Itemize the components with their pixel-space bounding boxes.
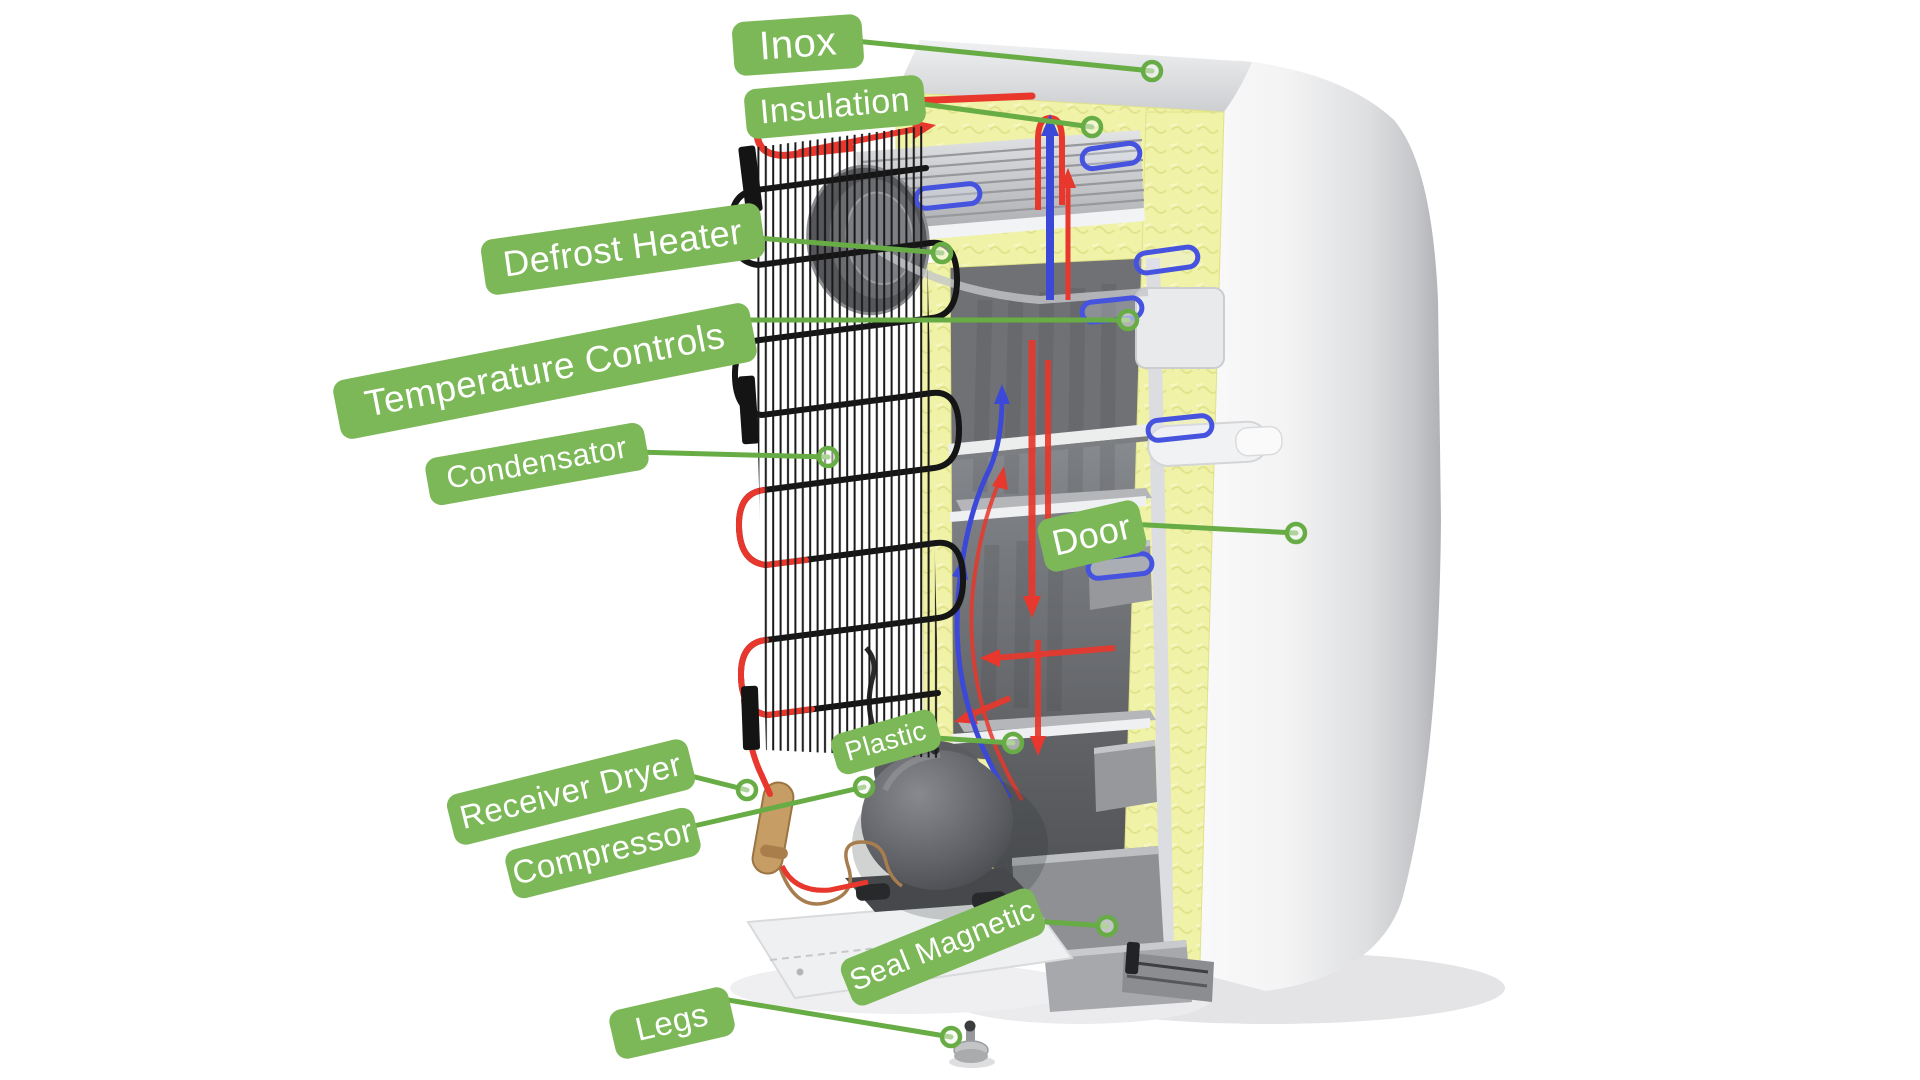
callout-ring bbox=[1284, 521, 1308, 545]
temperature-control-unit bbox=[1135, 287, 1283, 467]
callout-rings bbox=[735, 59, 1308, 1049]
callout-ring bbox=[1001, 731, 1025, 755]
callout-ring bbox=[1095, 914, 1119, 938]
condenser-tube-hot bbox=[735, 487, 809, 569]
label-inox: Inox bbox=[731, 13, 865, 77]
callout-ring bbox=[930, 241, 954, 265]
door-inner-edge bbox=[1146, 258, 1174, 948]
label-door-text: Door bbox=[1048, 505, 1136, 564]
label-insulation-text: Insulation bbox=[758, 80, 912, 131]
leveling-leg bbox=[953, 1020, 989, 1063]
cabinet-top-face bbox=[896, 40, 1252, 112]
cabinet-side-panel bbox=[1178, 60, 1441, 991]
callout-ring bbox=[1116, 308, 1140, 332]
shelves bbox=[948, 424, 1156, 744]
door-seal-area bbox=[1122, 941, 1214, 1002]
callout-ring bbox=[735, 778, 759, 802]
compressor-unit bbox=[845, 646, 1048, 920]
callout-ring bbox=[1140, 59, 1164, 83]
callout-ring bbox=[852, 775, 876, 799]
label-legs-text: Legs bbox=[631, 995, 712, 1048]
label-inox-text: Inox bbox=[757, 18, 839, 69]
callout-ring bbox=[816, 445, 840, 469]
callout-ring bbox=[939, 1025, 963, 1049]
condenser-grid bbox=[750, 126, 940, 758]
callout-ring bbox=[1080, 115, 1104, 139]
